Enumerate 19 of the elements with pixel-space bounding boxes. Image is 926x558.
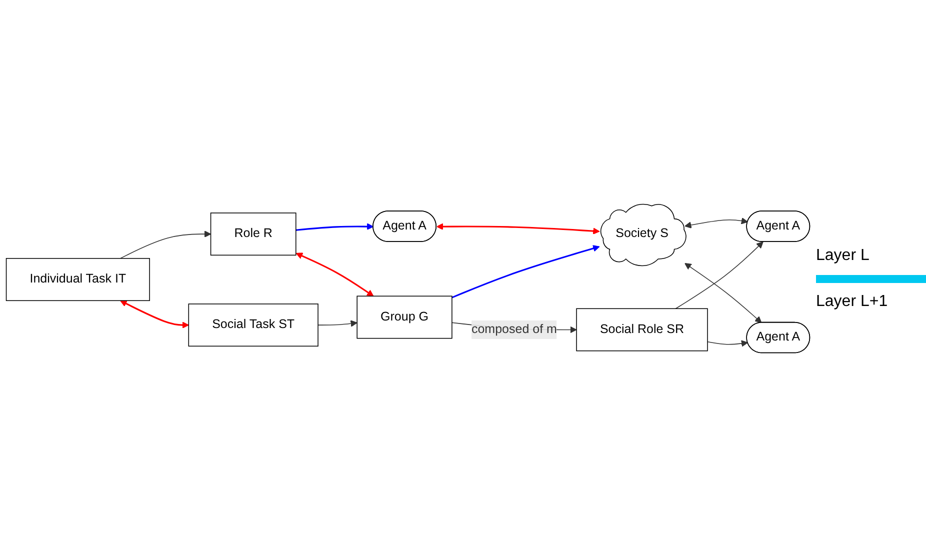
arrow — [707, 340, 748, 348]
node-box: Individual Task IT — [6, 258, 150, 302]
arrow — [120, 231, 212, 260]
arrow — [296, 253, 374, 297]
arrow — [436, 224, 600, 235]
layer-label: Layer L+1 — [816, 293, 889, 311]
arrow — [684, 218, 748, 229]
arrow — [120, 300, 189, 329]
edge-label: composed of m — [471, 323, 557, 336]
node-box: Social Role SR — [576, 308, 708, 352]
arrow — [684, 263, 762, 324]
node-box: Group G — [356, 296, 452, 340]
node-box: Role R — [210, 213, 296, 256]
arrow — [675, 242, 764, 310]
layer-label: Layer L — [816, 247, 870, 265]
arrow — [452, 246, 600, 299]
arrow — [296, 224, 374, 232]
node-box: Social Task ST — [188, 304, 318, 347]
arrow — [318, 320, 358, 328]
